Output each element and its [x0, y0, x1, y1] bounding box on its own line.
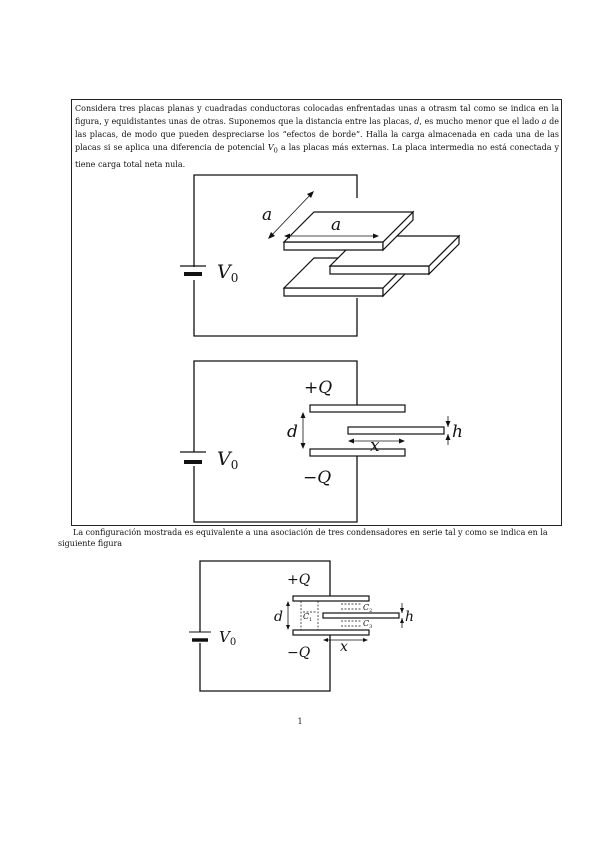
voltage-label: V0 — [219, 628, 236, 648]
c2-label: C2 — [363, 603, 372, 614]
dimension-arrow-side — [269, 192, 313, 238]
arrow-head — [307, 191, 314, 198]
arrow-head — [399, 438, 405, 444]
statement-text-3: de las placas, de modo que pueden despre… — [75, 117, 559, 152]
top-charge-label: +Q — [304, 378, 332, 398]
circuit-wire-bottom — [193, 456, 358, 523]
arrow-head — [400, 608, 404, 613]
statement-text-4: a las placas más externas. La placa inte… — [75, 143, 559, 169]
bottom-charge-label: −Q — [287, 645, 311, 661]
arrow-head — [373, 233, 379, 239]
offset-label: x — [340, 639, 348, 655]
arrow-head — [323, 638, 328, 642]
top-plate — [292, 595, 370, 602]
voltage-label: V0 — [217, 448, 238, 472]
solution-text: La configuración mostrada es equivalente… — [58, 528, 548, 548]
bottom-charge-label: −Q — [303, 468, 331, 488]
circuit-wire-bottom — [199, 634, 331, 692]
side-length-label: a — [262, 205, 272, 225]
circuit-wire — [193, 174, 358, 267]
circuit-wire-bottom — [193, 280, 358, 337]
arrow-head — [300, 443, 306, 449]
arrow-head — [268, 232, 275, 239]
statement-text-1: Considera tres placas planas y cuadradas… — [75, 104, 559, 126]
middle-plate — [322, 612, 400, 619]
bottom-plate — [309, 448, 406, 457]
arrow-head — [445, 421, 451, 427]
symbol-v: V — [267, 143, 274, 152]
symbol-d: d — [414, 117, 420, 126]
c1-label: C1 — [303, 612, 312, 623]
symbol-a: a — [541, 117, 547, 126]
thickness-label: h — [452, 422, 463, 442]
arrow-head — [348, 438, 354, 444]
statement-text-2: , es mucho menor que el lado — [419, 117, 542, 126]
arrow-head — [400, 618, 404, 623]
voltage-label: V0 — [217, 261, 238, 285]
arrow-head — [284, 233, 290, 239]
bottom-plate — [292, 629, 370, 636]
perspective-figure: V0 a a V0 +Q −Q d h — [180, 174, 463, 523]
arrow-head — [286, 625, 290, 630]
c3-label: C3 — [363, 619, 372, 630]
offset-label: x — [370, 436, 380, 456]
top-plate-top — [282, 211, 415, 243]
arrow-head — [300, 412, 306, 418]
top-plate — [309, 404, 406, 413]
symbol-v-sub: 0 — [273, 146, 278, 155]
circuit-wire — [199, 560, 331, 632]
gap-label: d — [274, 609, 283, 625]
thickness-label: h — [405, 609, 414, 625]
middle-plate — [347, 426, 445, 435]
problem-statement: Considera tres placas planas y cuadradas… — [75, 102, 559, 171]
arrow-head — [286, 601, 290, 606]
page-number: 1 — [297, 717, 303, 726]
top-length-label: a — [331, 215, 341, 235]
problem-box: Considera tres placas planas y cuadradas… — [71, 99, 562, 526]
top-charge-label: +Q — [287, 572, 311, 588]
gap-label: d — [287, 422, 298, 442]
circuit-wire — [193, 360, 358, 452]
arrow-head — [445, 434, 451, 440]
arrow-head — [363, 638, 368, 642]
